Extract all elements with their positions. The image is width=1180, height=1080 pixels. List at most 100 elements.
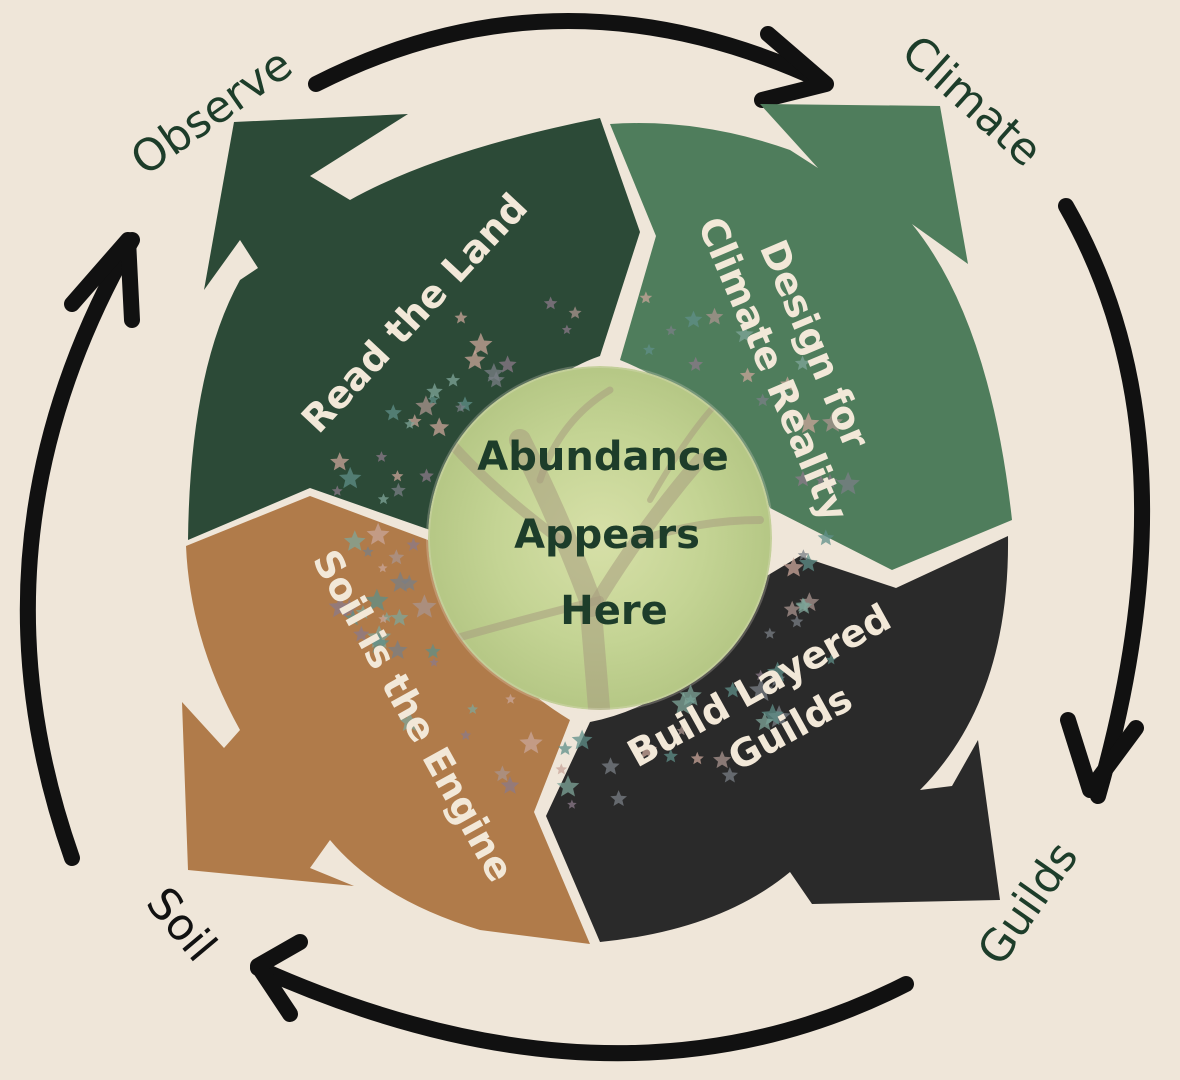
star-icon [355, 605, 371, 619]
star-icon [464, 349, 486, 370]
star-icon [426, 383, 443, 399]
star-icon [767, 661, 789, 682]
star-icon [467, 703, 478, 714]
star-icon [344, 530, 366, 551]
star-icon [344, 609, 362, 626]
star-icon [427, 394, 439, 405]
star-icon [339, 466, 362, 489]
star-icon [724, 681, 741, 698]
star-icon [446, 373, 461, 387]
star-icon [713, 750, 732, 769]
arrow-soil-to-observe [19, 232, 140, 866]
star-icon [676, 725, 687, 736]
star-icon [637, 739, 658, 759]
star-icon [543, 296, 558, 310]
segment-soil-is-the-engine[interactable] [182, 496, 590, 944]
star-icon [679, 684, 702, 706]
star-icon [705, 307, 724, 325]
tree-branch [446, 596, 604, 644]
star-icon [756, 393, 770, 407]
star-icon [568, 306, 582, 319]
star-icon [663, 748, 678, 763]
star-icon [755, 669, 767, 681]
star-icon [384, 404, 402, 421]
star-icon [469, 332, 493, 355]
star-icon [671, 692, 696, 715]
cycle-arrows [19, 13, 1151, 1062]
star-icon [794, 470, 811, 487]
star-icon [798, 553, 818, 572]
tree-branch [636, 516, 764, 544]
star-icon [419, 468, 434, 483]
star-icon [377, 493, 390, 505]
star-icon [454, 311, 468, 324]
star-icon [406, 537, 421, 551]
star-icon [375, 451, 388, 462]
star-icon [415, 395, 437, 416]
star-icon [381, 611, 393, 622]
star-icon [749, 678, 774, 701]
star-icon [797, 412, 820, 433]
star-icon [390, 608, 409, 626]
star-icon [688, 356, 703, 371]
star-icon [778, 388, 789, 399]
outer-label-soil: Soil [136, 878, 226, 972]
star-icon [455, 401, 466, 413]
star-icon [362, 546, 374, 557]
star-icon [561, 324, 572, 335]
star-icon [429, 657, 439, 667]
star-icon [425, 643, 441, 659]
star-icon [567, 799, 577, 809]
star-icon [684, 310, 703, 328]
star-icon [780, 376, 795, 391]
center-line-2: Appears [514, 512, 700, 558]
star-icon [557, 741, 573, 755]
segment-build-layered-guilds[interactable] [546, 536, 1009, 942]
star-icon [815, 475, 826, 485]
center-label: Abundance Appears Here [477, 434, 742, 634]
star-icon [571, 729, 593, 750]
tree-branch [585, 453, 707, 617]
star-icon [378, 613, 389, 624]
arrowhead-guilds-icon [1060, 712, 1144, 798]
star-icon [412, 594, 437, 618]
star-icon [494, 765, 511, 782]
star-icon [555, 763, 568, 775]
star-icon [328, 595, 352, 618]
center-line-3: Here [560, 588, 667, 634]
star-icon [783, 600, 801, 617]
star-icon [790, 615, 804, 628]
star-icon [331, 485, 343, 496]
star-icon [368, 632, 390, 653]
star-icon [353, 625, 370, 642]
star-icon [639, 291, 653, 304]
star-icon [755, 712, 774, 731]
star-icon [690, 751, 704, 765]
star-icon [769, 670, 786, 687]
star-icon [365, 588, 389, 611]
star-icon [519, 731, 543, 754]
segment-design-for-climate[interactable] [610, 104, 1012, 570]
arrowhead-climate-icon [754, 26, 834, 108]
star-icon [601, 757, 620, 775]
star-icon [498, 355, 517, 373]
star-icon [797, 549, 809, 561]
star-icon [389, 571, 411, 592]
star-icon [763, 627, 776, 639]
center-ring [426, 364, 774, 712]
star-icon [505, 693, 516, 704]
star-icon [556, 775, 580, 797]
arrowhead-soil-icon [250, 934, 308, 1022]
segment-read-the-land[interactable] [188, 114, 640, 540]
star-icon [388, 549, 405, 565]
star-icon [825, 654, 837, 665]
star-icon [721, 767, 738, 783]
star-icon [377, 563, 388, 573]
star-icon [387, 640, 408, 659]
arrow-observe-to-climate [308, 13, 828, 92]
star-icon [836, 471, 860, 495]
star-icon [783, 557, 804, 577]
star-icon [817, 529, 835, 546]
star-icon [366, 522, 390, 545]
